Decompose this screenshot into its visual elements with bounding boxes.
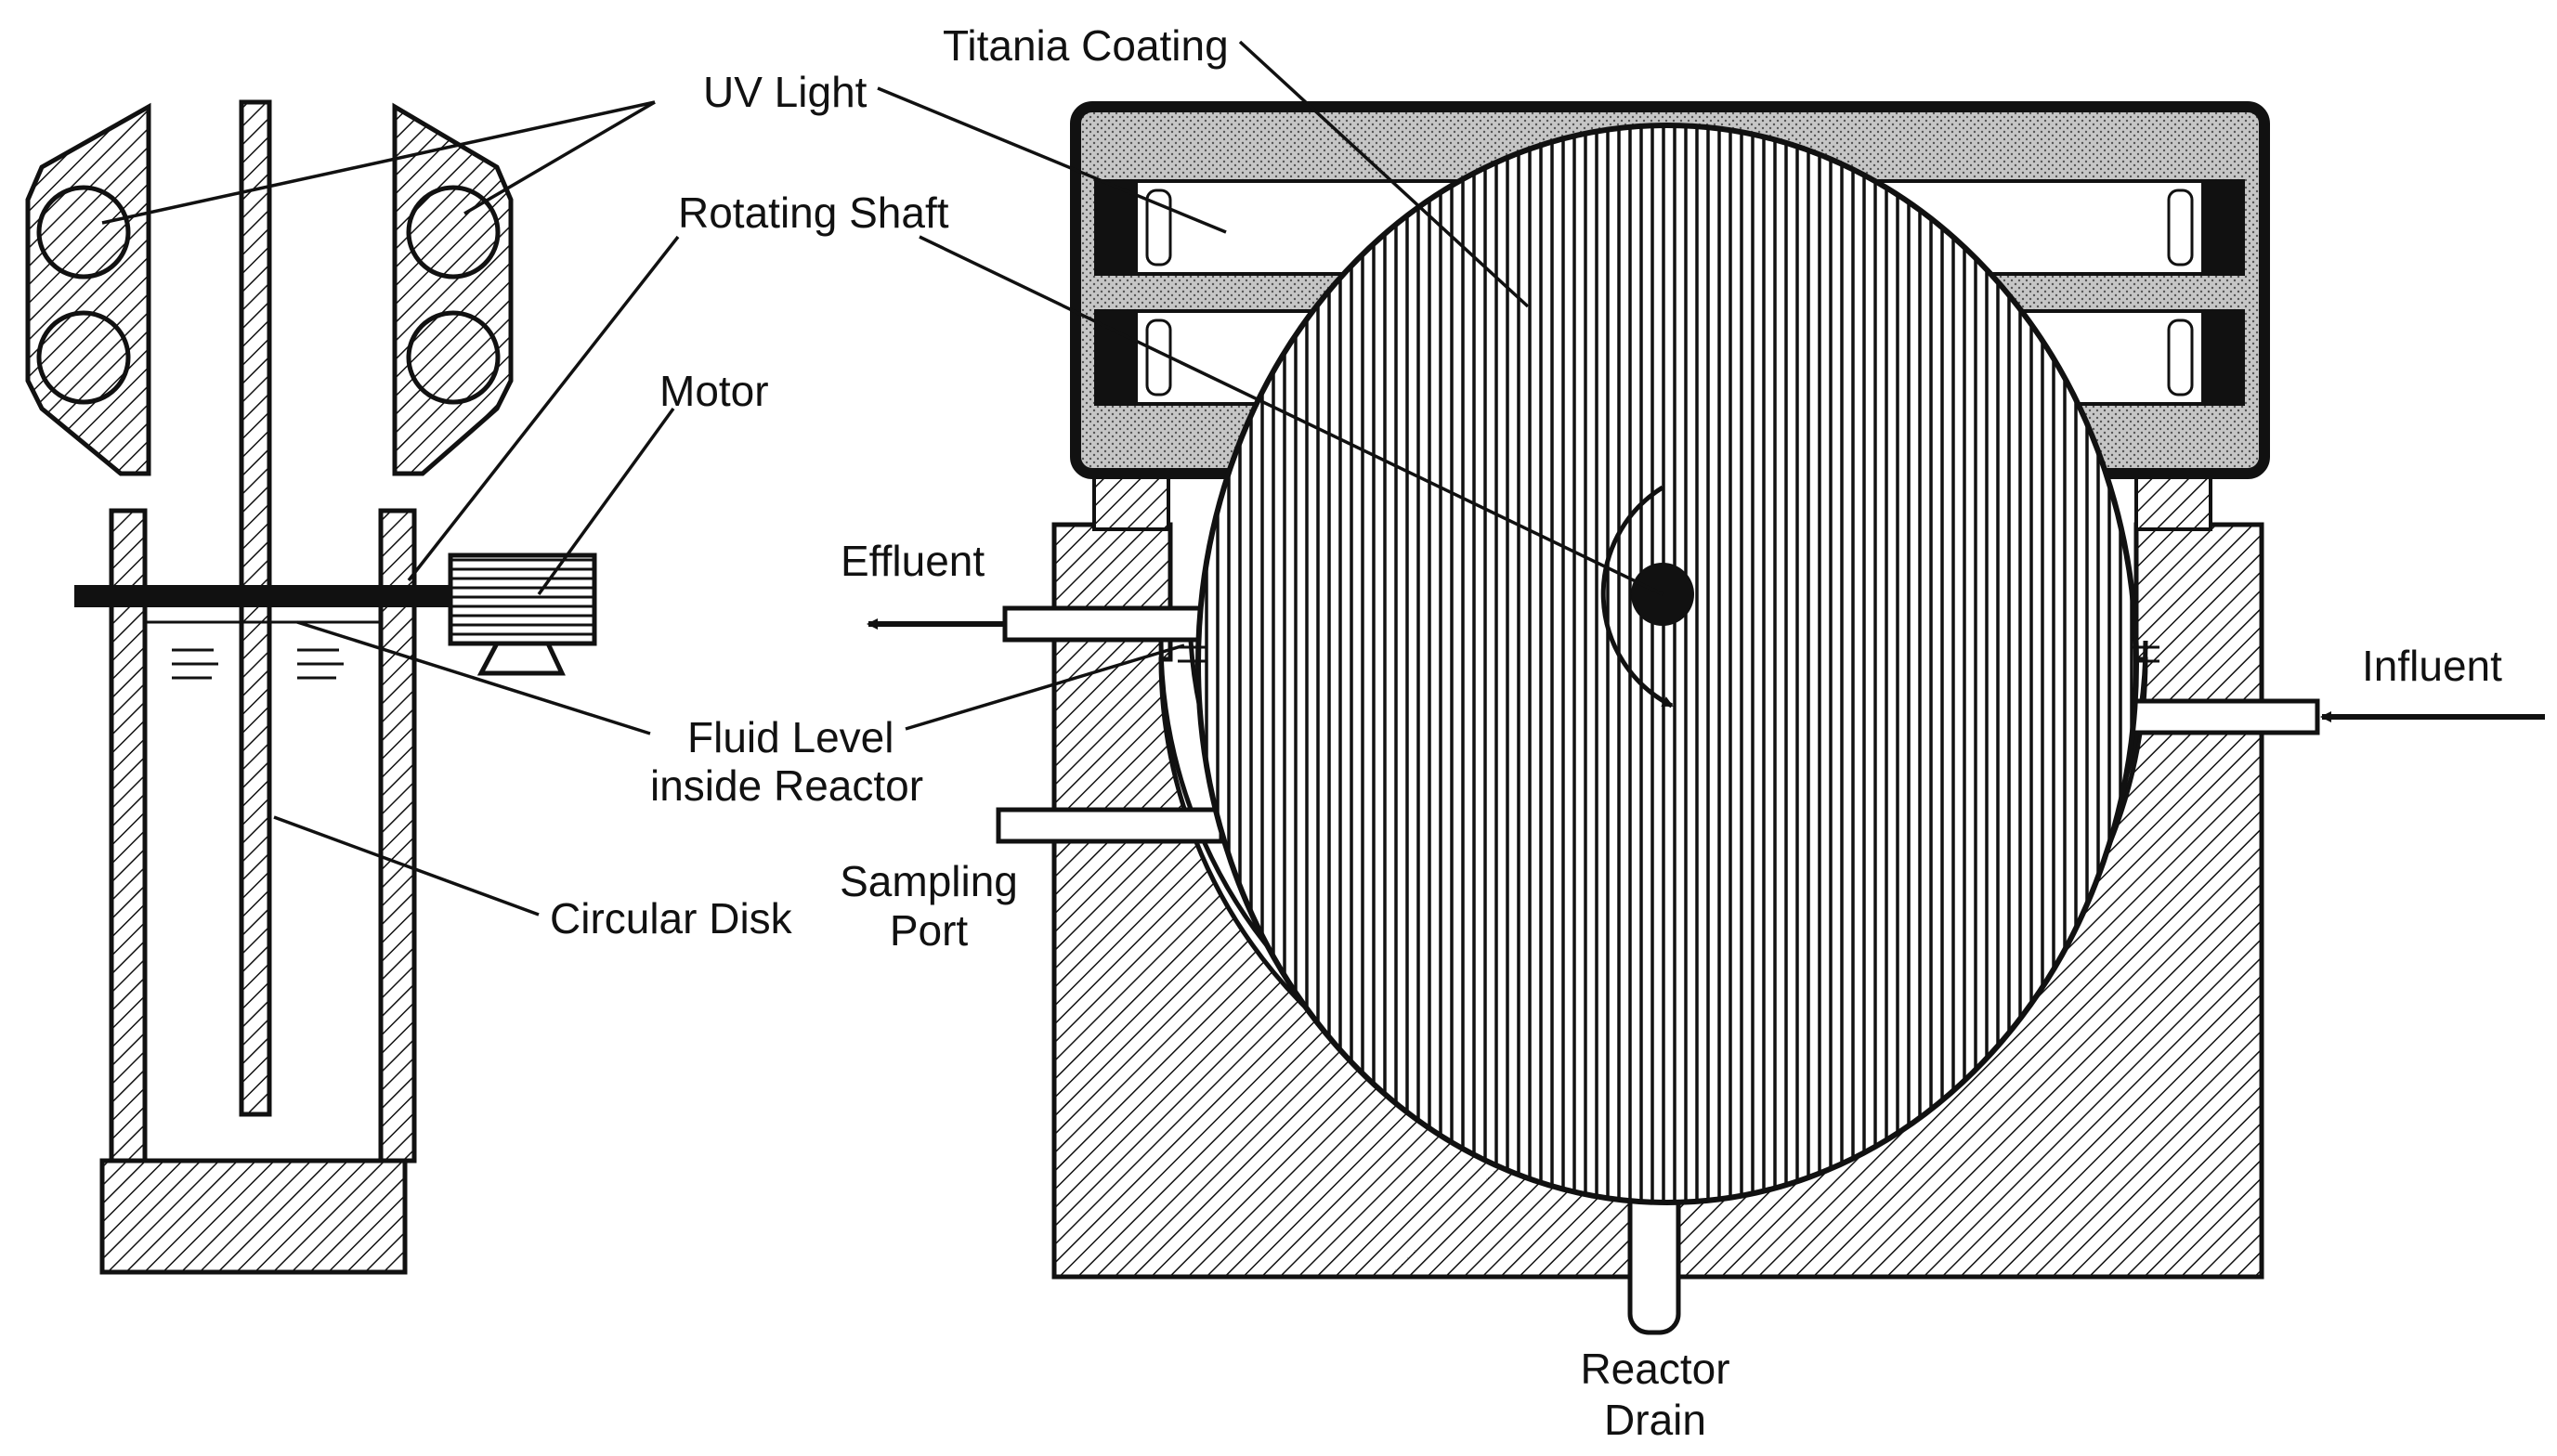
reactor-base (99, 1158, 408, 1275)
label-reactor-drain-line1: Reactor (1580, 1345, 1729, 1393)
label-effluent: Effluent (841, 537, 985, 585)
uv-lamp-icon (36, 310, 131, 405)
leader-lines (101, 40, 1663, 916)
labels: UV Light Titania Coating Rotating Shaft … (550, 21, 2502, 1444)
reactor-left-wall (109, 508, 148, 1164)
label-fluid-level-line1: Fluid Level (687, 713, 894, 761)
effluent-pipe (1002, 605, 1203, 643)
reactor-right-wall (378, 508, 417, 1164)
label-motor: Motor (659, 367, 769, 415)
label-circular-disk: Circular Disk (550, 894, 793, 942)
uv-lamp-icon (406, 185, 501, 280)
label-reactor-drain-line2: Drain (1604, 1396, 1706, 1444)
motor-base (476, 641, 566, 676)
right-lamp-housing (392, 102, 514, 476)
uv-lamp-icon (36, 185, 131, 280)
sampling-port-pipe (996, 807, 1224, 844)
label-rotating-shaft: Rotating Shaft (678, 188, 949, 237)
motor-body (448, 552, 597, 646)
circular-disk (1195, 123, 2139, 1205)
circular-disk-edge (239, 99, 272, 1117)
label-sampling-port-line1: Sampling (840, 857, 1018, 905)
rotation-arrow-icon (1600, 485, 1674, 708)
front-view (996, 101, 2320, 1335)
influent-pipe (2101, 698, 2320, 735)
label-sampling-port-line2: Port (890, 906, 969, 955)
label-uv-light: UV Light (703, 68, 868, 116)
rotating-shaft (74, 585, 450, 607)
label-influent: Influent (2362, 642, 2502, 690)
left-lamp-housing (25, 102, 151, 476)
uv-lamp-icon (406, 310, 501, 405)
side-view (25, 99, 597, 1275)
label-titania-coating: Titania Coating (943, 21, 1229, 70)
fluid-ripples (172, 648, 344, 680)
label-fluid-level-line2: inside Reactor (650, 761, 923, 810)
